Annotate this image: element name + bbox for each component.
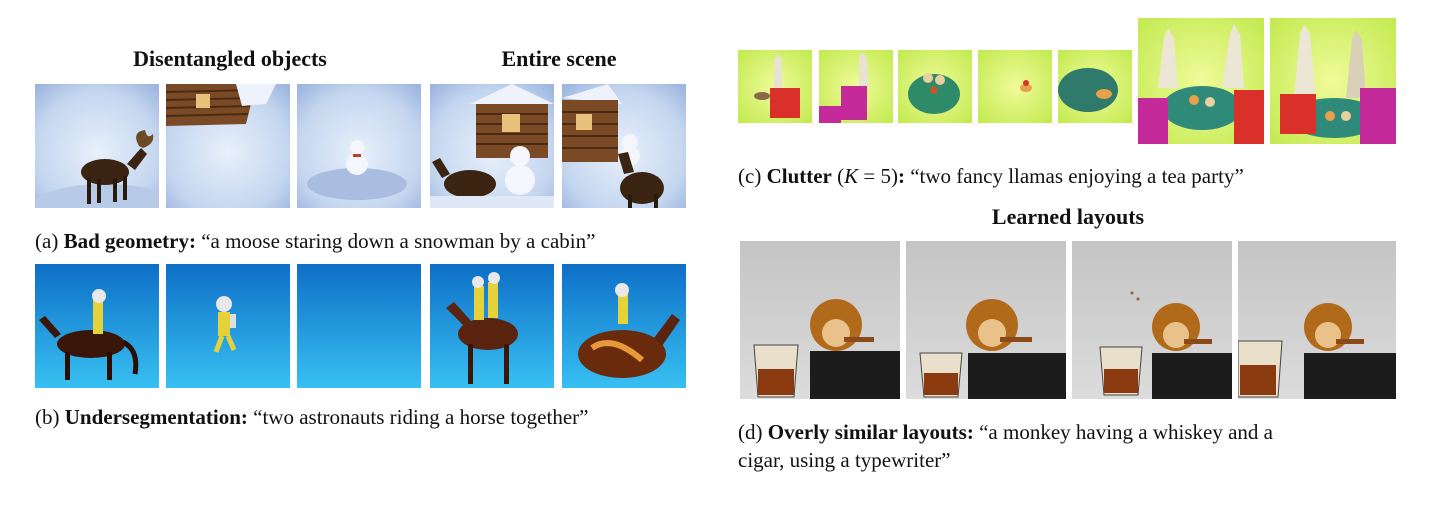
caption-a-label: (a) [35,229,59,253]
image-llama-scene-2 [1270,18,1396,144]
caption-c: (c) Clutter (K = 5): “two fancy llamas e… [738,162,1244,190]
header-disentangled-objects: Disentangled objects [133,46,327,71]
caption-c-quote: “two fancy llamas enjoying a tea party” [910,164,1244,188]
caption-c-param-rest: = 5) [858,164,898,188]
image-llama-2 [819,50,893,123]
image-monkey-1 [740,241,900,399]
image-llama-scene-1 [1138,18,1264,144]
caption-c-bold: Clutter [766,164,832,188]
caption-a-bold: Bad geometry: [63,229,196,253]
image-scene-horse-2 [562,264,686,388]
image-tea-table [898,50,972,123]
image-empty-sky [297,264,421,388]
image-snowman [297,84,421,208]
header-learned-layouts: Learned layouts [991,204,1145,229]
caption-c-label: (c) [738,164,762,188]
caption-b: (b) Undersegmentation: “two astronauts r… [35,403,588,431]
image-cabin-tilted [166,84,290,208]
caption-d-line2: cigar, using a typewriter” [738,448,951,472]
image-table-top [1058,50,1132,123]
caption-c-param-var: K [844,164,859,188]
caption-c-param-open: ( [837,164,845,188]
image-astronaut [166,264,290,388]
image-scene-1 [430,84,554,208]
caption-b-quote: “two astronauts riding a horse together” [253,405,589,429]
image-scene-2 [562,84,686,208]
image-monkey-3 [1072,241,1232,399]
caption-d-bold: Overly similar layouts: [767,420,974,444]
caption-d-quote-line1: “a monkey having a whiskey and a [979,420,1274,444]
caption-b-bold: Undersegmentation: [64,405,248,429]
caption-a: (a) Bad geometry: “a moose staring down … [35,227,595,255]
image-scene-horse-1 [430,264,554,388]
caption-b-label: (b) [35,405,60,429]
caption-d-line1: (d) Overly similar layouts: “a monkey ha… [738,418,1273,446]
image-monkey-2 [906,241,1066,399]
caption-d-label: (d) [738,420,763,444]
image-cupcake [978,50,1052,123]
caption-a-quote: “a moose staring down a snowman by a cab… [201,229,596,253]
image-moose [35,84,159,208]
image-horse-rider [35,264,159,388]
image-llama-1 [738,50,812,123]
header-entire-scene: Entire scene [501,46,617,71]
caption-c-colon: : [897,164,905,188]
image-monkey-4 [1238,241,1396,399]
